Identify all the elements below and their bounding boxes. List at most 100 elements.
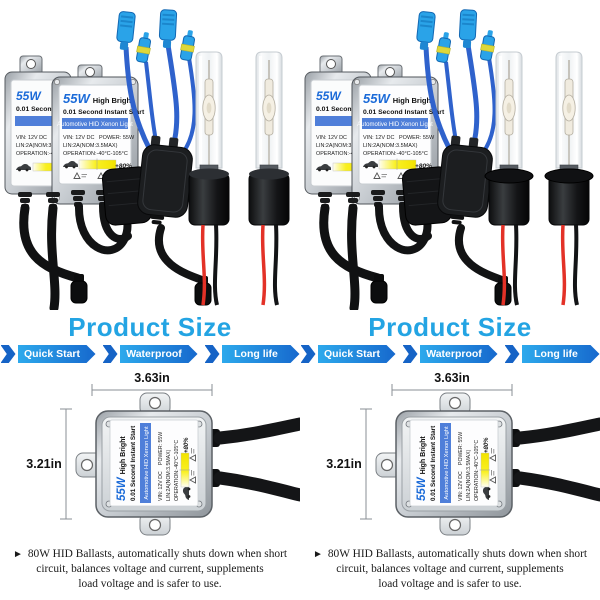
width-dim-line (91, 384, 213, 396)
note-line: load voltage and is safer to use. (78, 577, 222, 590)
rear-spec-operation: OPERATION:-40°C-105°C (316, 151, 380, 157)
badge-waterproof: Waterproof (402, 345, 498, 363)
gauge-boost-text: +80% (415, 163, 432, 170)
badge-quick-start: Quick Start (0, 345, 96, 363)
badge-long-life: Long life (504, 345, 600, 363)
chevron-icon (102, 345, 118, 363)
label-banner (62, 118, 128, 129)
chevron-icon (204, 345, 220, 363)
ballast-start-line: 0.01 Second Instant Start (363, 109, 445, 116)
badge-label: Quick Start (318, 345, 396, 363)
badge-label: Quick Start (18, 345, 96, 363)
ignitor-cable (155, 224, 206, 284)
size-diagram: 3.63in 3.21in (326, 371, 600, 536)
right-panel: 55W 0.01 Second Instant Start VIN: 12V D… (300, 0, 600, 600)
diagram-label: 55WHigh Bright 0.01 Second Instant Start… (416, 423, 496, 503)
brightness-gauge (78, 159, 117, 170)
svg-text:VIN: 12V DC: VIN: 12V DC (458, 471, 464, 501)
badge-quick-start: Quick Start (300, 345, 396, 363)
ballast-diagram: 55WHigh Bright 0.01 Second Instant Start… (75, 392, 300, 536)
height-dim-line (60, 408, 72, 520)
badge-label: Waterproof (120, 345, 198, 363)
badge-label: Waterproof (420, 345, 498, 363)
ignitor-rear (401, 166, 453, 226)
svg-text:POWER: 55W: POWER: 55W (158, 432, 164, 465)
badge-waterproof: Waterproof (102, 345, 198, 363)
section-title: Product Size (68, 312, 232, 342)
section-title: Product Size (368, 312, 532, 342)
rear-spec-operation: OPERATION:-40°C-105°C (16, 151, 80, 157)
bulb-flange (544, 168, 594, 184)
connector-plug (114, 10, 137, 52)
product-note: ►80W HID Ballasts, automatically shuts d… (13, 547, 287, 591)
svg-text:55WHigh Bright: 55WHigh Bright (116, 436, 128, 501)
product-photo: 55W 0.01 Second Instant Start VIN: 12V D… (304, 8, 594, 310)
spec-lin: LIN:2A(NOM:3.5MAX) (363, 143, 418, 149)
svg-text:VIN: 12V DC: VIN: 12V DC (158, 471, 164, 501)
gauge-boost-text: +80% (115, 163, 132, 170)
svg-text:POWER: 55W: POWER: 55W (458, 432, 464, 465)
product-note: ►80W HID Ballasts, automatically shuts d… (313, 547, 587, 591)
note-line: circuit, balances voltage and current, s… (36, 562, 264, 575)
chevron-icon (402, 345, 418, 363)
spec-vin: VIN: 12V DC (63, 135, 95, 141)
ignitor-front (137, 135, 193, 225)
arrow-bullet-icon: ► (12, 549, 23, 560)
svg-text:+80%: +80% (484, 437, 490, 453)
spec-lin: LIN:2A(NOM:3.5MAX) (63, 143, 118, 149)
connector-plug-small (478, 28, 498, 62)
feature-badges: Quick Start Waterproof Long life (300, 345, 600, 364)
label-banner (362, 118, 428, 129)
size-diagram: 3.63in 3.21in (26, 371, 300, 536)
connector-plug-small (134, 30, 154, 64)
rear-spec-lin: LIN:2A(NOM:3.5MAX) (16, 143, 70, 149)
connector-plug (457, 8, 478, 50)
svg-text:55WHigh Bright: 55WHigh Bright (416, 436, 428, 501)
spec-power: POWER: 55W (99, 135, 135, 141)
width-dimension: 3.63in (134, 371, 169, 385)
height-dimension: 3.21in (326, 457, 361, 471)
svg-text:LIN:2A(NOM:3.5MAX): LIN:2A(NOM:3.5MAX) (466, 449, 472, 501)
badge-label: Long life (222, 345, 300, 363)
note-line: ►80W HID Ballasts, automatically shuts d… (12, 548, 288, 560)
svg-text:0.01 Second Instant Start: 0.01 Second Instant Start (430, 425, 437, 501)
product-photo: 55W 0.01 Second Instant Start VIN: 12V D… (4, 8, 291, 310)
svg-text:OPERATION:-40°C-105°C: OPERATION:-40°C-105°C (174, 440, 180, 501)
label-banner-text: Automotive HID Xenon Light (57, 122, 133, 128)
note-line: ►80W HID Ballasts, automatically shuts d… (312, 548, 588, 560)
chevron-icon (0, 345, 16, 363)
note-line: circuit, balances voltage and current, s… (336, 562, 564, 575)
svg-text:Automotive HID Xenon Light: Automotive HID Xenon Light (444, 426, 450, 500)
rear-spec-vin: VIN: 12V DC (16, 135, 47, 141)
connector-plug-small (178, 28, 198, 62)
connector-plug (157, 8, 178, 50)
bulb-flange (484, 168, 534, 184)
output-cables (318, 190, 432, 310)
rear-wattage: 55W (316, 89, 342, 103)
height-dimension: 3.21in (26, 457, 61, 471)
diagram-label: 55WHigh Bright 0.01 Second Instant Start… (116, 423, 196, 503)
svg-text:0.01 Second Instant Start: 0.01 Second Instant Start (130, 425, 137, 501)
spec-operation: OPERATION:-40°C-105°C (363, 151, 428, 157)
svg-text:OPERATION:-40°C-105°C: OPERATION:-40°C-105°C (474, 440, 480, 501)
svg-text:Automotive HID Xenon Light: Automotive HID Xenon Light (144, 426, 150, 500)
chevron-icon (504, 345, 520, 363)
arrow-bullet-icon: ► (312, 549, 323, 560)
badge-label: Long life (522, 345, 600, 363)
rear-wattage: 55W (16, 89, 42, 103)
ballast-start-line: 0.01 Second Instant Start (63, 109, 145, 116)
spec-operation: OPERATION:-40°C-105°C (63, 151, 128, 157)
ballast-diagram: 55WHigh Bright 0.01 Second Instant Start… (375, 392, 600, 536)
note-line: load voltage and is safer to use. (378, 577, 522, 590)
connector-plug (414, 10, 437, 52)
spec-power: POWER: 55W (399, 135, 435, 141)
rear-spec-lin: LIN:2A(NOM:3.5MAX) (316, 143, 370, 149)
width-dim-line (391, 384, 513, 396)
width-dimension: 3.63in (434, 371, 469, 385)
svg-text:+80%: +80% (184, 437, 190, 453)
ignitor-cable (455, 224, 506, 284)
badge-long-life: Long life (204, 345, 300, 363)
svg-text:LIN:2A(NOM:3.5MAX): LIN:2A(NOM:3.5MAX) (166, 449, 172, 501)
